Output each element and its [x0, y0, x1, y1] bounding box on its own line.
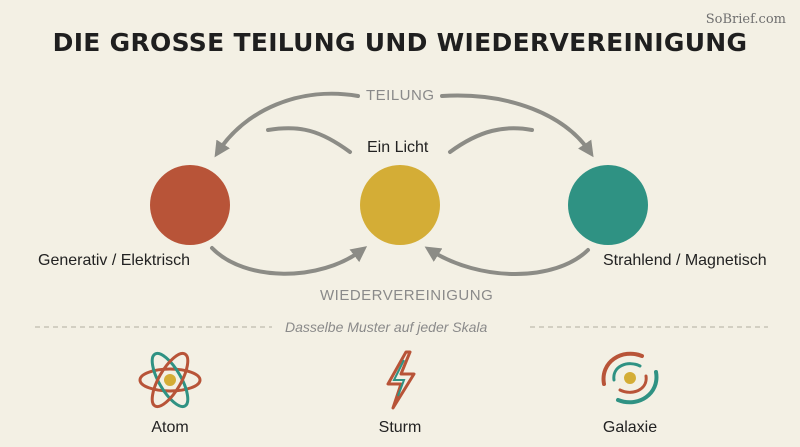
one-light-circle	[360, 165, 440, 245]
scale-label-storm: Sturm	[378, 419, 422, 436]
center-arc-right	[448, 126, 534, 154]
center-label: Ein Licht	[367, 139, 429, 156]
generative-circle	[150, 165, 230, 245]
galaxy-icon	[601, 351, 659, 405]
pattern-caption: Dasselbe Muster auf jeder Skala	[285, 319, 488, 335]
lightning-icon	[386, 350, 416, 410]
teilung-arrow-left	[214, 91, 360, 158]
teilung-arrow-right	[440, 93, 594, 158]
center-arc-left	[266, 126, 352, 154]
scale-label-atom: Atom	[151, 419, 189, 436]
teilung-label: TEILUNG	[366, 87, 435, 104]
wiedervereinigung-arrow-right	[424, 246, 590, 276]
scale-label-galaxy: Galaxie	[602, 419, 658, 436]
atom-icon	[138, 351, 202, 409]
wiedervereinigung-arrow-left	[210, 246, 368, 276]
left-node-label: Generativ / Elektrisch	[38, 252, 191, 269]
watermark: SoBrief.com	[705, 12, 786, 27]
wiedervereinigung-label: WIEDERVEREINIGUNG	[320, 287, 494, 304]
right-node-label: Strahlend / Magnetisch	[603, 252, 767, 269]
radiant-circle	[568, 165, 648, 245]
page-title: DIE GROSSE TEILUNG UND WIEDERVEREINIGUNG	[52, 28, 748, 57]
